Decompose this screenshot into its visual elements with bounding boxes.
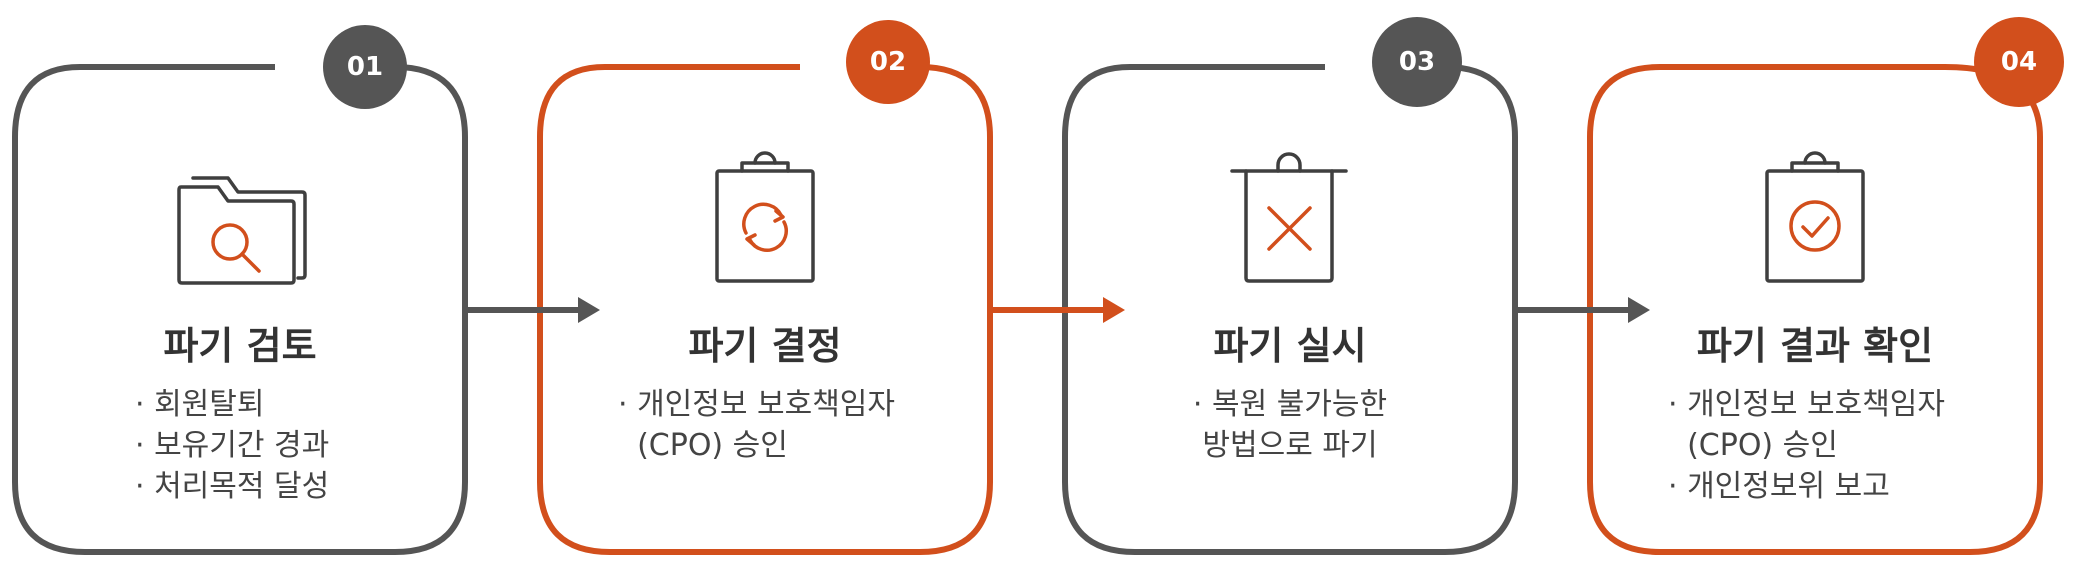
step-3-title: 파기 실시 (1213, 324, 1367, 368)
step-2-badge (846, 20, 930, 104)
step-4-title: 파기 결과 확인 (1696, 324, 1934, 368)
step-1-item: · 보유기간 경과 (135, 428, 330, 463)
connector-3-4 (1512, 307, 1630, 482)
step-3-items: · 복원 불가능한 방법으로 파기 (1070, 384, 1510, 466)
step-4-number: 04 (2000, 47, 2038, 77)
step-1-number: 01 (346, 52, 384, 82)
connector-1-2-arrowhead (578, 297, 600, 323)
clipboard-check-icon (1765, 151, 1865, 283)
connector-3-4-arrowhead (1628, 297, 1650, 323)
folder-search-icon (177, 176, 307, 285)
step-1-title: 파기 검토 (163, 324, 317, 368)
step-4-item: (CPO) 승인 (1668, 428, 1838, 463)
trash-cancel-icon (1230, 152, 1348, 283)
step-2-title: 파기 결정 (688, 324, 842, 368)
step-1-items: · 회원탈퇴 · 보유기간 경과 · 처리목적 달성 (135, 384, 575, 507)
step-2-number: 02 (869, 47, 907, 77)
step-4-badge (1974, 17, 2064, 107)
connector-1-2 (462, 307, 580, 482)
clipboard-refresh-icon (715, 151, 815, 283)
step-2-frame (537, 64, 993, 555)
step-3-item: 방법으로 파기 (1202, 428, 1378, 463)
step-1-item: · 회원탈퇴 (135, 387, 265, 422)
connector-2-3-arrowhead (1103, 297, 1125, 323)
step-3-frame (1062, 64, 1518, 555)
step-4-items: · 개인정보 보호책임자 (CPO) 승인 · 개인정보위 보고 (1668, 384, 2081, 507)
step-3-item: · 복원 불가능한 (1192, 387, 1388, 422)
step-3-number: 03 (1398, 47, 1436, 77)
step-1-item: · 처리목적 달성 (135, 469, 330, 504)
step-3-badge (1372, 17, 1462, 107)
step-4-item: · 개인정보 보호책임자 (1668, 387, 1946, 422)
step-2-item: (CPO) 승인 (618, 428, 788, 463)
step-1-frame (12, 64, 468, 555)
step-1-badge (323, 25, 407, 109)
step-2-item: · 개인정보 보호책임자 (618, 387, 896, 422)
connector-2-3 (987, 307, 1105, 482)
step-2-items: · 개인정보 보호책임자 (CPO) 승인 (618, 384, 1058, 466)
step-4-item: · 개인정보위 보고 (1668, 469, 1890, 504)
